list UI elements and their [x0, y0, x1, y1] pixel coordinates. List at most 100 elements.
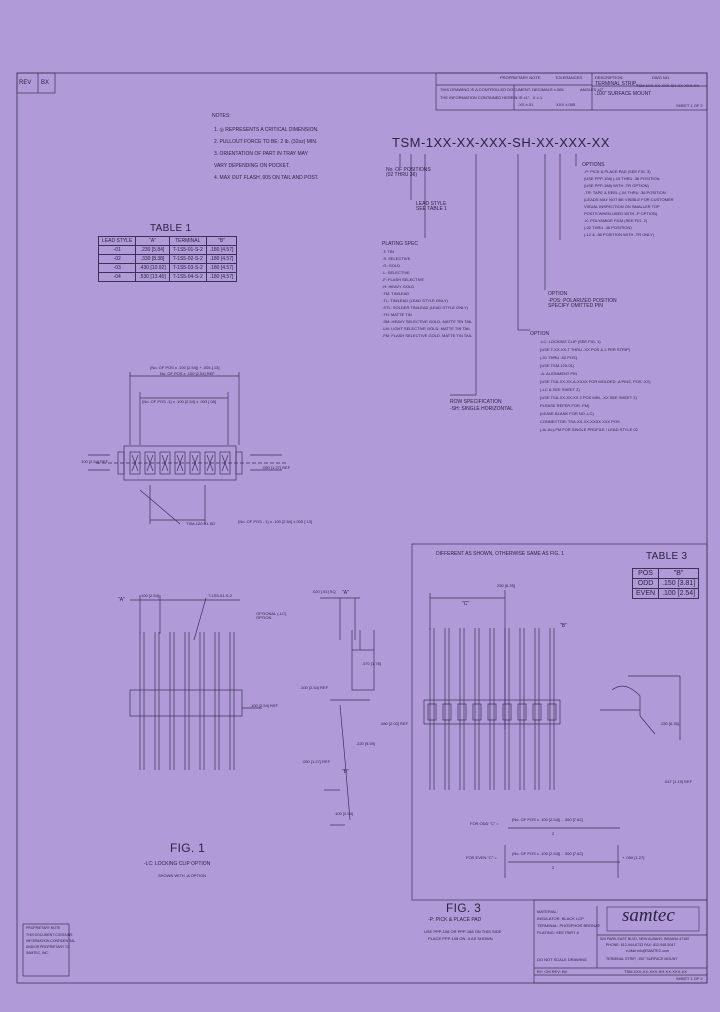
dwg-no-label: DWG NO.	[652, 75, 670, 80]
table-cell: T-1S5-03-S-2	[168, 263, 207, 273]
fig3-even-label: FOR EVEN "C" =	[466, 855, 497, 860]
positions-callout: No. OF POSITIONS (02 THRU 36)	[386, 167, 431, 178]
table-cell: -04	[97, 272, 137, 282]
fig1-dim-a: "A"	[118, 597, 125, 603]
title-line2: .100" SURFACE MOUNT	[595, 91, 652, 97]
plating-item: -FM: FLASH SELECTIVE GOLD, MATTE TIN TAI…	[382, 333, 472, 338]
fig3-pin-body	[457, 703, 467, 721]
material-2: TERMINAL: PHOSPHOR BRONZE	[537, 923, 601, 928]
table-header: "B"	[205, 236, 238, 246]
options2-item: -TR: TAPE & REEL (-04 THRU -36 POSITION	[584, 190, 666, 195]
options2-item: (-02 THRU -36 POSITION)	[584, 225, 632, 230]
fig3-label: FIG. 3	[446, 901, 482, 915]
prop-l1: PROPRIETARY NOTE	[26, 926, 61, 930]
table-cell: .330 [8.38]	[135, 254, 170, 264]
fig1-dim2: (No. OF POS -1) x .100 [2.54] ± .003 [.0…	[142, 399, 217, 404]
table-row: -02.330 [8.38]T-1S5-02-S-2.180 [4.57]	[97, 254, 238, 264]
table-cell: ODD	[631, 578, 660, 589]
title-block-xxx: .XXX ±.005	[555, 102, 576, 107]
option-label: OPTION	[530, 331, 550, 337]
fig1-bottom-dim: (No. OF POS - 1) x .100 [2.54] ±.005 [.1…	[238, 519, 313, 524]
plating-item: -G: GOLD	[382, 263, 401, 268]
plating-item: -TL: TIN/LEAD (LEAD STYLE ONLY)	[382, 298, 448, 303]
fig1-side4: .220 [5.59]	[356, 741, 375, 746]
bottom-dwg: TSM-1XX-XX-XXX-SH-XX-XXX-XX	[624, 969, 687, 974]
lead-style-callout: LEAD STYLE SEE TABLE 1	[416, 201, 447, 212]
description-label: DESCRIPTION:	[595, 75, 624, 80]
plating-item: -TM: TIN/LEAD	[382, 291, 410, 296]
options2-item: VISUAL INSPECTION ON SMALLER TOP	[584, 204, 660, 209]
title-line1: TERMINAL STRIP,	[595, 81, 637, 87]
address-2: PHONE: 812-944-6733 FAX: 812-948-5047	[606, 943, 676, 947]
prop-l5: SAMTEC, INC.	[26, 951, 49, 955]
plating-item: -TH: MATTE TIN	[382, 312, 412, 317]
note-line: 3. ORIENTATION OF PART IN TRAY MAY	[214, 151, 308, 157]
option-item: CONNECTOR: TSA-XX-XX-XXXX XXX POS	[540, 419, 620, 424]
fig3-sub3: PLACE PPP-108 ON -3 AS SHOWN	[428, 936, 493, 941]
options2-item: POSTS WHEN USED WITH -P OPTION)	[584, 211, 658, 216]
proprietary-heading: PROPRIETARY NOTE	[500, 75, 541, 80]
table1: LEAD STYLE"A"TERMINAL"B"-01.230 [5.84]T-…	[97, 236, 238, 282]
table-cell: .180 [4.57]	[205, 263, 238, 273]
table-cell: -02	[97, 254, 137, 264]
table1-title: TABLE 1	[150, 223, 192, 234]
rev-label: REV	[19, 80, 32, 86]
table3: POS"B"ODD.150 [3.81]EVEN.100 [2.54]	[631, 568, 700, 599]
address-1: 520 PARK EAST BLVD, NEW ALBANY, INDIANA …	[600, 937, 690, 941]
fig1-optional: OPTIONAL (-LC) OPTION	[256, 611, 287, 620]
material-label: MATERIAL:	[537, 909, 558, 914]
table-cell: -03	[97, 263, 137, 273]
fig1-sub: -LC: LOCKING CLIP OPTION	[144, 861, 211, 867]
table-cell: T-1S5-04-S-2	[168, 272, 207, 282]
fig3-pin-body	[442, 703, 452, 721]
fig3-pin-body	[472, 703, 482, 721]
fig1-side5: .050 [1.27] REF	[302, 759, 331, 764]
fig1-side7: .080 [2.03] REF	[380, 721, 409, 726]
options2-item: -P: PICK & PLACE PAD (SEE FIG. 3)	[584, 169, 651, 174]
bottom-date: BY: CM REV: BX	[537, 969, 568, 974]
fig1-left-dim: .100 [2.54] REF	[80, 459, 109, 464]
fig3-pin-body	[427, 703, 437, 721]
epoxy-option: -POS: POLARIZED POSITION SPECIFY OMITTED…	[548, 298, 617, 309]
fig3-header: DIFFERENT AS SHOWN, OTHERWISE SAME AS FI…	[436, 551, 564, 557]
material-1: INSULATOR: BLACK LCP	[537, 916, 584, 921]
dwg-no: TSM-1XX-XX-XXX-SH-XX-XXX-XX	[636, 83, 699, 88]
fig1-side2: .070 [1.78]	[362, 661, 381, 666]
plating-item: -STL: SOLDER TIN/LEAD (LEAD STYLE ONLY)	[382, 305, 469, 310]
row-spec: -SH: SINGLE HORIZONTAL	[450, 406, 513, 412]
table-cell: .150 [3.81]	[658, 578, 700, 589]
fig1-body-h: .100 [2.54] REF	[250, 703, 279, 708]
option-item: (USE T-XX-XX-T THRU -XX POS & 2 PER STRI…	[540, 347, 631, 352]
fig3-c1: (No. OF POS x .100 [2.54]) - .300 [7.62]	[512, 817, 583, 822]
fig1-terminal-call: T-1S5-01-S-2	[208, 593, 233, 598]
note-line: 4. MAX OUT FLASH .005 ON TAIL AND POST.	[214, 175, 319, 181]
note-line: 1. ◎ REPRESENTS A CRITICAL DIMENSION.	[214, 127, 319, 133]
option-item: (-01 THRU -02 POS)	[540, 355, 578, 360]
plating-item: -LM: LIGHT SELECTIVE GOLD, MATTE TIN TAI…	[382, 326, 471, 331]
options2-item: (LEADS MAY NOT BE VISIBLE FOR CUSTOMER	[584, 197, 674, 202]
prop-l2: THIS DOCUMENT CONTAINS	[26, 933, 73, 937]
address-3: e-Mail info@SAMTEC.com	[626, 949, 669, 953]
table-cell: .530 [13.46]	[135, 272, 170, 282]
table-row: ODD.150 [3.81]	[631, 578, 700, 589]
option-item: -A: ALIGNMENT PIN	[540, 371, 578, 376]
table-row: -04.530 [13.46]T-1S5-04-S-2.180 [4.57]	[97, 272, 238, 282]
table-cell: .430 [10.92]	[135, 263, 170, 273]
options2-item: (USE PPP-108) (-15 THRU -36 POSITION	[584, 176, 660, 181]
part-number: TSM-1XX-XX-XXX-SH-XX-XXX-XX	[392, 135, 610, 150]
plating-item: -H: HEAVY GOLD	[382, 284, 415, 289]
table-header: "A"	[135, 236, 170, 246]
notes-heading: NOTES:	[212, 113, 231, 119]
table-cell: .180 [4.57]	[205, 245, 238, 255]
fig1-dim-top: (No. OF POS x .100 [2.54]) + .005 [.13]	[150, 365, 220, 370]
bottom-sheet: SHEET 1 OF 2	[676, 976, 703, 981]
table-row: -01.230 [5.84]T-1S5-01-S-2.180 [4.57]	[97, 245, 238, 255]
note-line: VARY DEPENDING ON POCKET.	[214, 163, 290, 169]
fig1-side1: .020 [.51] SQ	[312, 589, 336, 594]
table-header: POS	[631, 568, 660, 579]
option-item: (LEAVE BLANK FOR NO -LC)	[540, 411, 594, 416]
option-item: -LC: LOCKING CLIP (SEE FIG. 1)	[540, 339, 601, 344]
table-cell: .180 [4.57]	[205, 272, 238, 282]
table-cell: .100 [2.54]	[658, 588, 700, 599]
